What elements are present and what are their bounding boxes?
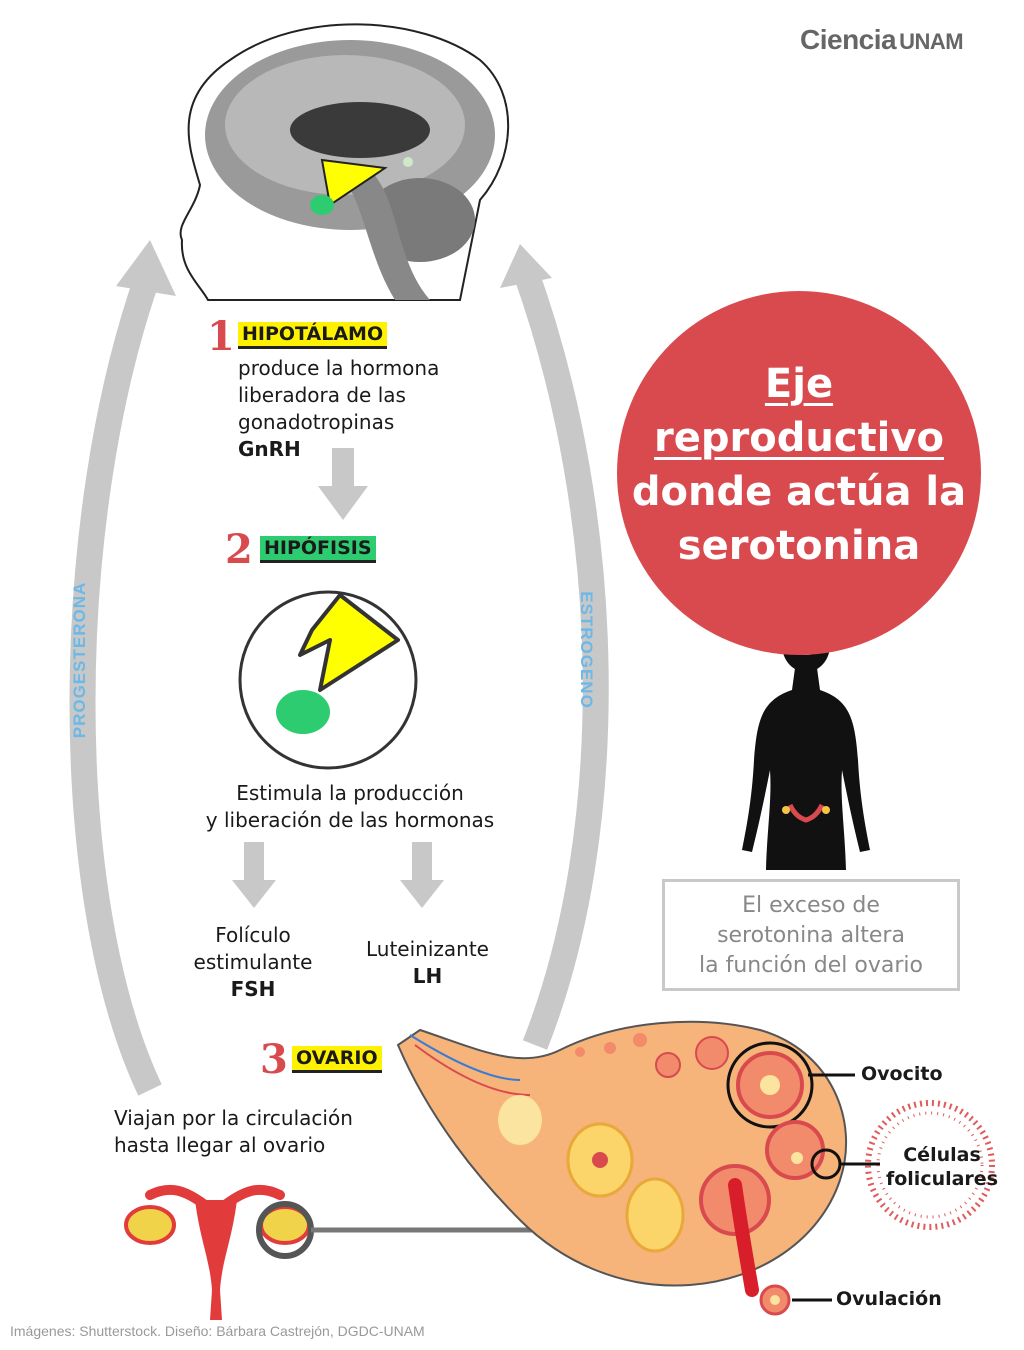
- fsh-line: Folículo: [215, 923, 291, 947]
- note-line: serotonina altera: [717, 923, 905, 948]
- down-arrow-fsh: [232, 842, 276, 908]
- fsh-label: Folículo estimulante FSH: [160, 922, 346, 1003]
- pituitary-diagram-icon: [238, 590, 418, 770]
- note-line: El exceso de: [742, 893, 880, 918]
- circulation-text: Viajan por la circulación hasta llegar a…: [114, 1105, 353, 1159]
- ovary-illustration: [396, 1020, 880, 1297]
- circulation-line: hasta llegar al ovario: [114, 1133, 326, 1157]
- serotonin-note: El exceso de serotonina altera la funció…: [662, 879, 960, 991]
- step-1-title: HIPOTÁLAMO: [238, 322, 388, 349]
- step-2-number: 2: [225, 526, 253, 573]
- title-line: reproductivo: [654, 415, 944, 461]
- title-line: serotonina: [677, 523, 921, 569]
- estrogen-label: ESTROGENO: [577, 591, 596, 709]
- lh-abbr: LH: [412, 964, 443, 988]
- fsh-abbr: FSH: [230, 977, 276, 1001]
- celulas-line: Células: [903, 1144, 981, 1166]
- step-1-line: liberadora de las: [238, 383, 406, 407]
- step-3-title: OVARIO: [292, 1046, 382, 1073]
- celulas-label: Células foliculares: [880, 1143, 1004, 1191]
- uterus-icon: [124, 1184, 560, 1320]
- title-line: donde actúa la: [631, 469, 967, 515]
- step-3-number: 3: [260, 1036, 288, 1083]
- estrogen-arrow: [500, 244, 609, 1050]
- down-arrow-1: [318, 448, 368, 520]
- circulation-line: Viajan por la circulación: [114, 1106, 353, 1130]
- step-2-title: HIPÓFISIS: [260, 536, 376, 563]
- follicular-cells-icon: [865, 1100, 995, 1230]
- celulas-line: foliculares: [885, 1168, 999, 1190]
- step-2-line: Estimula la producción: [236, 781, 464, 805]
- progesterone-label: PROGESTERONA: [70, 581, 89, 739]
- step-1-line: produce la hormona: [238, 356, 440, 380]
- progesterone-arrow: [69, 240, 176, 1096]
- step-1-hormone: GnRH: [238, 437, 301, 461]
- brain-illustration: [179, 23, 510, 301]
- brand-name: Ciencia: [800, 24, 897, 55]
- step-2-description: Estimula la producción y liberación de l…: [160, 780, 540, 834]
- title-line: Eje: [764, 361, 834, 407]
- brand-suffix: UNAM: [899, 29, 964, 54]
- note-line: la función del ovario: [698, 953, 923, 978]
- step-1-line: gonadotropinas: [238, 410, 395, 434]
- step-1-description: produce la hormona liberadora de las gon…: [238, 355, 439, 463]
- down-arrow-lh: [400, 842, 444, 908]
- woman-silhouette-icon: [742, 618, 870, 870]
- title-circle: Eje reproductivo donde actúa la serotoni…: [617, 291, 981, 655]
- ovulacion-label: Ovulación: [836, 1288, 942, 1310]
- lh-line: Luteinizante: [366, 937, 489, 961]
- fsh-line: estimulante: [193, 950, 313, 974]
- image-credit: Imágenes: Shutterstock. Diseño: Bárbara …: [10, 1323, 425, 1339]
- ovocito-label: Ovocito: [861, 1063, 943, 1085]
- step-2-line: y liberación de las hormonas: [205, 808, 495, 832]
- ovum-icon: [759, 1284, 832, 1316]
- step-1-number: 1: [207, 313, 235, 360]
- lh-label: Luteinizante LH: [340, 936, 515, 990]
